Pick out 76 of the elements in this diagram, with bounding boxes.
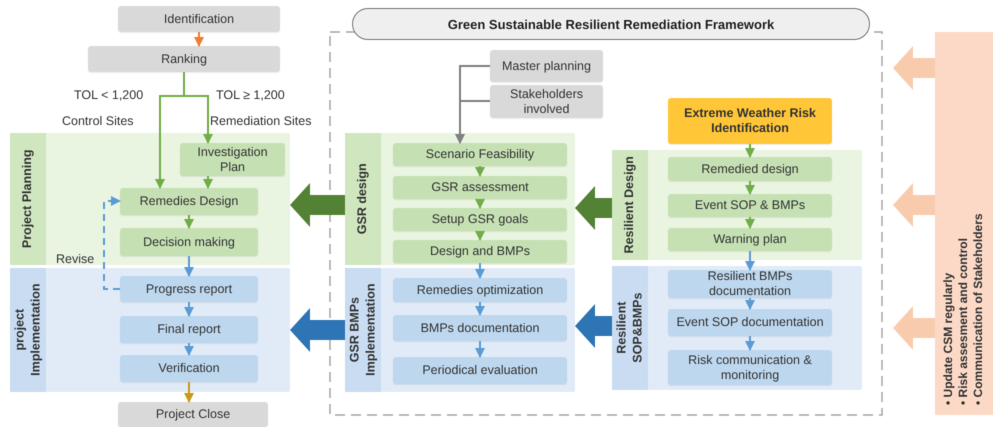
process-box: Master planning xyxy=(490,50,603,82)
arrow xyxy=(745,336,755,351)
phase-band xyxy=(10,133,290,265)
process-box: Event SOP documentation xyxy=(668,309,832,336)
process-box: GSR assessment xyxy=(393,176,567,199)
process-box: Risk communication & monitoring xyxy=(668,350,832,385)
arrow xyxy=(745,251,755,271)
block-arrow xyxy=(893,183,935,227)
process-box: Remedies optimization xyxy=(393,278,567,302)
process-box: BMPs documentation xyxy=(393,315,567,341)
arrow xyxy=(475,302,485,316)
process-box: Remedied design xyxy=(668,157,832,181)
process-box: Stakeholders involved xyxy=(490,85,603,118)
arrow xyxy=(475,199,485,209)
arrow xyxy=(475,166,485,177)
process-box: Identification xyxy=(118,6,280,32)
arrow xyxy=(184,256,194,277)
arrow xyxy=(103,196,121,290)
phase-label: Project Planning xyxy=(20,148,36,250)
phase-band xyxy=(612,150,862,260)
arrow xyxy=(475,263,485,279)
branch-label: Remediation Sites xyxy=(210,114,312,128)
edge-label: Revise xyxy=(56,252,94,266)
branch-label: TOL ≥ 1,200 xyxy=(216,88,285,102)
arrow xyxy=(745,298,755,310)
block-arrow xyxy=(893,46,935,90)
arrow xyxy=(183,72,213,144)
arrow xyxy=(184,382,194,403)
process-box: Event SOP & BMPs xyxy=(668,194,832,217)
block-arrow xyxy=(575,304,612,348)
block-arrow xyxy=(893,306,935,350)
arrow xyxy=(203,176,213,189)
bullet-text: • Communication of Stakeholders xyxy=(971,213,986,405)
arrow xyxy=(745,181,755,195)
arrow xyxy=(184,343,194,356)
arrow xyxy=(745,144,755,158)
process-box: Periodical evaluation xyxy=(393,357,567,384)
branch-label: Control Sites xyxy=(62,114,134,128)
bullet-text: • Update CSM regularly xyxy=(941,272,956,405)
process-box: Remedies Design xyxy=(120,188,258,215)
arrow xyxy=(194,32,204,47)
arrow xyxy=(745,217,755,229)
process-box: Investigation Plan xyxy=(180,143,285,176)
arrow xyxy=(475,231,485,241)
arrow xyxy=(184,302,194,317)
process-box: Ranking xyxy=(88,46,280,72)
block-arrow xyxy=(575,186,612,230)
process-box: Design and BMPs xyxy=(393,240,567,263)
phase-label: Resilient SOP&BMPs xyxy=(614,292,645,366)
phase-label: GSR BMPs Implementation xyxy=(347,282,378,378)
process-box: Final report xyxy=(120,316,258,343)
arrow xyxy=(184,215,194,229)
phase-band xyxy=(612,266,862,390)
process-box: Progress report xyxy=(120,276,258,302)
phase-label: project Implementation xyxy=(12,282,44,378)
phase-band xyxy=(345,133,575,265)
process-box: Warning plan xyxy=(668,228,832,251)
bullet-text: • Risk assesment and control xyxy=(956,237,971,405)
block-arrow xyxy=(290,308,345,352)
arrow xyxy=(475,341,485,358)
process-box: Verification xyxy=(120,355,258,382)
process-box: Project Close xyxy=(118,402,268,427)
process-box: Setup GSR goals xyxy=(393,208,567,231)
branch-label: TOL < 1,200 xyxy=(74,88,144,102)
block-arrow xyxy=(290,183,345,227)
phase-label: Resilient Design xyxy=(622,155,638,255)
highlight-box: Extreme Weather Risk Identification xyxy=(668,98,832,144)
process-box: Scenario Feasibility xyxy=(393,143,567,166)
phase-band xyxy=(345,268,575,392)
arrow xyxy=(455,100,490,144)
notes-bar xyxy=(935,32,993,415)
process-box: Decision making xyxy=(120,228,258,256)
phase-band xyxy=(10,268,290,392)
process-box: Resilient BMPs documentation xyxy=(668,270,832,298)
phase-label: GSR design xyxy=(355,162,370,236)
framework-title: Green Sustainable Resilient Remediation Framework xyxy=(352,8,870,40)
